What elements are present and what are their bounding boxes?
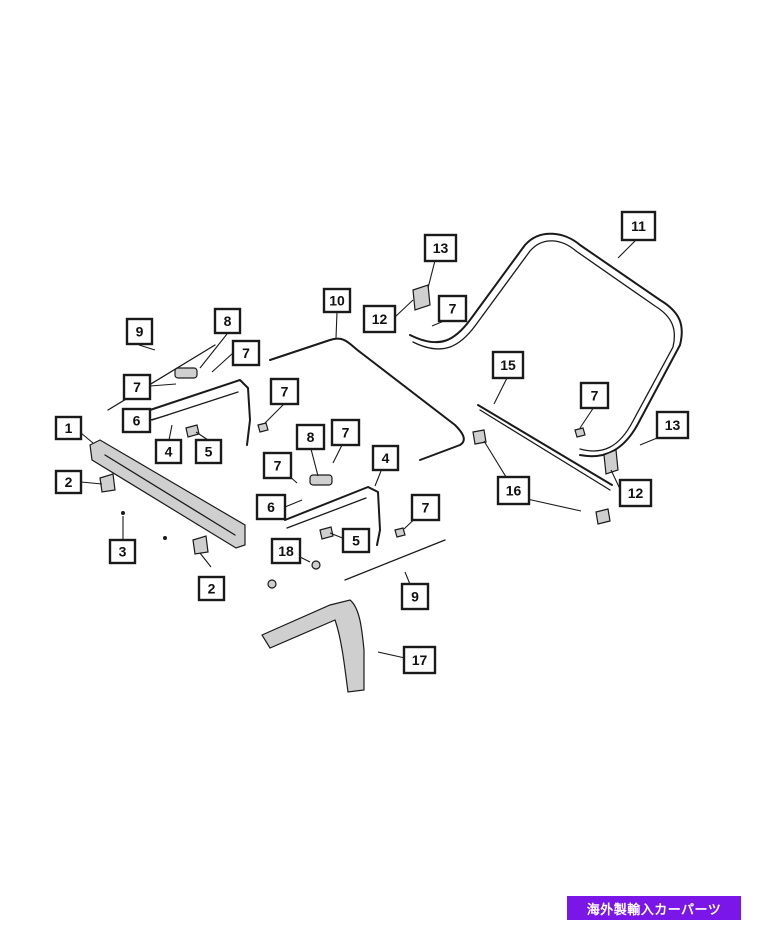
part-15-header-strip (477, 404, 613, 486)
svg-text:1: 1 (65, 420, 73, 436)
callout-7d: 7 (437, 294, 468, 323)
svg-text:7: 7 (242, 345, 250, 361)
svg-text:8: 8 (307, 429, 315, 445)
svg-text:8: 8 (224, 313, 232, 329)
svg-text:17: 17 (412, 652, 428, 668)
callout-4a: 4 (154, 438, 183, 465)
svg-text:16: 16 (506, 483, 522, 499)
callout-9b: 9 (400, 582, 430, 611)
svg-text:7: 7 (342, 425, 350, 441)
part-7-seal-b (394, 527, 406, 538)
svg-text:6: 6 (267, 499, 275, 515)
callout-3: 3 (108, 538, 137, 565)
callout-7h: 7 (410, 493, 441, 522)
callout-11: 11 (620, 210, 657, 242)
leader-lines (80, 239, 663, 659)
callout-8b: 8 (295, 423, 326, 451)
part-6-bracket-right (286, 497, 367, 529)
svg-text:7: 7 (133, 379, 141, 395)
part-12-bracket-lower (603, 449, 619, 475)
callout-16: 16 (496, 475, 531, 506)
part-18-pushpin-b (267, 579, 277, 589)
svg-text:5: 5 (205, 444, 213, 460)
part-11-frame-seal (409, 232, 683, 458)
callout-6b: 6 (255, 493, 287, 521)
part-16-clip-upper (472, 429, 487, 445)
svg-text:2: 2 (208, 581, 216, 597)
callout-5a: 5 (194, 438, 223, 465)
svg-text:12: 12 (628, 485, 644, 501)
part-4-hinge-right (284, 486, 381, 546)
watermark-banner: 海外製輸入カーパーツ (567, 896, 741, 920)
callout-13b: 13 (655, 410, 690, 440)
callout-12b: 12 (618, 478, 653, 508)
callout-9a: 9 (125, 317, 154, 346)
svg-text:9: 9 (411, 589, 419, 605)
callout-8a: 8 (213, 307, 242, 335)
part-3-screw-a (121, 511, 125, 515)
part-7-seal-a (257, 422, 269, 433)
svg-text:6: 6 (133, 413, 141, 429)
part-4-hinge-left (149, 379, 251, 446)
part-9-rod-right (344, 539, 446, 581)
svg-text:7: 7 (281, 384, 289, 400)
svg-text:12: 12 (372, 311, 388, 327)
part-7-seal-c (574, 427, 586, 438)
callout-18: 18 (270, 537, 302, 565)
svg-text:13: 13 (665, 417, 681, 433)
part-18-pushpin (311, 560, 321, 570)
svg-text:7: 7 (422, 500, 430, 516)
callout-7c: 7 (269, 377, 300, 406)
part-3-screw-b (163, 536, 167, 540)
callout-17: 17 (402, 645, 437, 675)
svg-text:4: 4 (165, 444, 173, 460)
part-2-bracket-lower (192, 535, 209, 555)
callout-7b: 7 (122, 373, 152, 401)
callout-13a: 13 (423, 233, 458, 263)
part-5-fastener-left (185, 424, 200, 438)
part-17-pillar-trim (261, 599, 365, 693)
part-8-clip-right (309, 474, 333, 486)
callout-7g: 7 (262, 451, 293, 480)
callout-12a: 12 (362, 304, 397, 334)
callout-7e: 7 (579, 381, 610, 410)
svg-text:13: 13 (433, 240, 449, 256)
part-10-side-rail (269, 337, 465, 461)
svg-text:9: 9 (136, 324, 144, 340)
callout-1: 1 (54, 415, 83, 441)
callout-7f: 7 (330, 418, 361, 447)
svg-text:4: 4 (382, 450, 390, 466)
callout-2a: 2 (54, 469, 83, 495)
part-16-clip-lower (595, 508, 611, 525)
callout-4b: 4 (371, 444, 400, 472)
svg-text:2: 2 (65, 474, 73, 490)
callout-2b: 2 (197, 575, 226, 602)
svg-text:11: 11 (631, 218, 646, 234)
callout-7a: 7 (231, 339, 261, 367)
part-8-clip-left (174, 367, 198, 379)
svg-text:3: 3 (119, 544, 127, 560)
part-5-fastener-right (319, 526, 334, 540)
part-2-bracket-upper (99, 473, 116, 493)
svg-text:18: 18 (278, 543, 294, 559)
svg-text:7: 7 (591, 388, 599, 404)
callout-15: 15 (491, 350, 525, 380)
svg-text:10: 10 (329, 293, 345, 309)
svg-text:15: 15 (500, 357, 516, 373)
callout-5b: 5 (341, 527, 371, 554)
svg-text:5: 5 (352, 533, 360, 549)
svg-text:7: 7 (274, 458, 282, 474)
callout-10: 10 (322, 287, 352, 314)
part-12-bracket-upper (412, 284, 431, 311)
callout-6a: 6 (121, 407, 152, 434)
svg-text:7: 7 (449, 301, 457, 317)
